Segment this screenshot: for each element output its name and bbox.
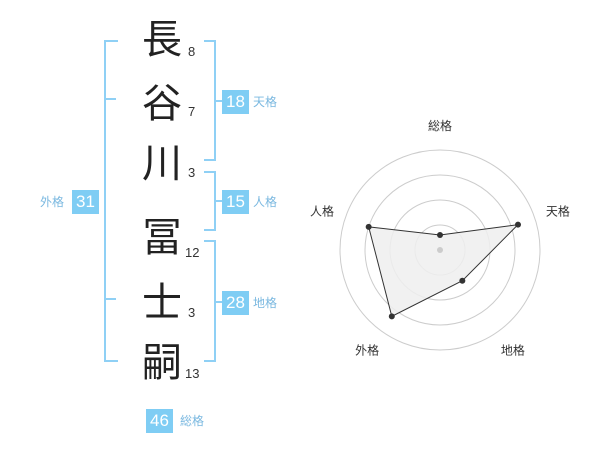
name-char-4: 冨	[142, 215, 182, 261]
gaikaku-tick-top	[104, 98, 116, 100]
jinkaku-label: 人格	[253, 195, 278, 209]
stroke-count-6: 13	[185, 366, 200, 381]
chikaku-label: 地格	[253, 296, 278, 310]
chikaku-value: 28	[222, 291, 249, 315]
radar-points	[365, 221, 521, 320]
stroke-count-3: 3	[188, 165, 196, 180]
radar-point-3	[388, 313, 395, 320]
stroke-count-1: 8	[188, 44, 196, 59]
gaikaku-tick-bottom	[104, 298, 116, 300]
gaikaku-label: 外格	[40, 195, 65, 209]
radar-axis-label-gaikaku: 外格	[355, 342, 379, 357]
name-char-3: 川	[142, 141, 182, 187]
soukaku-label: 総格	[180, 414, 205, 428]
radar-axis-label-soukaku: 総格	[428, 118, 452, 133]
radar-axis-label-jinkaku: 人格	[310, 204, 334, 219]
gaikaku-bracket	[104, 40, 118, 362]
radar-axis-label-chikaku: 地格	[501, 342, 525, 357]
name-char-2: 谷	[142, 81, 182, 127]
tenkaku-connector	[214, 100, 222, 102]
tenkaku-label: 天格	[253, 95, 278, 109]
radar-ring-3	[364, 174, 516, 326]
radar-area	[368, 223, 520, 318]
stroke-count-4: 12	[185, 245, 200, 260]
stroke-count-5: 3	[188, 305, 196, 320]
tenkaku-value: 18	[222, 90, 249, 114]
chikaku-connector	[214, 301, 222, 303]
name-char-5: 士	[142, 280, 182, 326]
radar-point-0	[437, 232, 443, 238]
gaikaku-value: 31	[72, 190, 99, 214]
stroke-count-2: 7	[188, 104, 196, 119]
soukaku-value: 46	[146, 409, 173, 433]
radar-point-4	[365, 223, 372, 230]
name-char-6: 嗣	[142, 340, 182, 386]
radar-ring-4	[339, 149, 541, 351]
jinkaku-connector	[214, 200, 222, 202]
jinkaku-value: 15	[222, 190, 249, 214]
radar-point-2	[459, 277, 466, 284]
radar-axis-label-tenkaku: 天格	[546, 204, 570, 219]
name-char-1: 長	[142, 17, 182, 63]
radar-center-dot	[437, 247, 443, 253]
radar-point-1	[514, 221, 521, 228]
